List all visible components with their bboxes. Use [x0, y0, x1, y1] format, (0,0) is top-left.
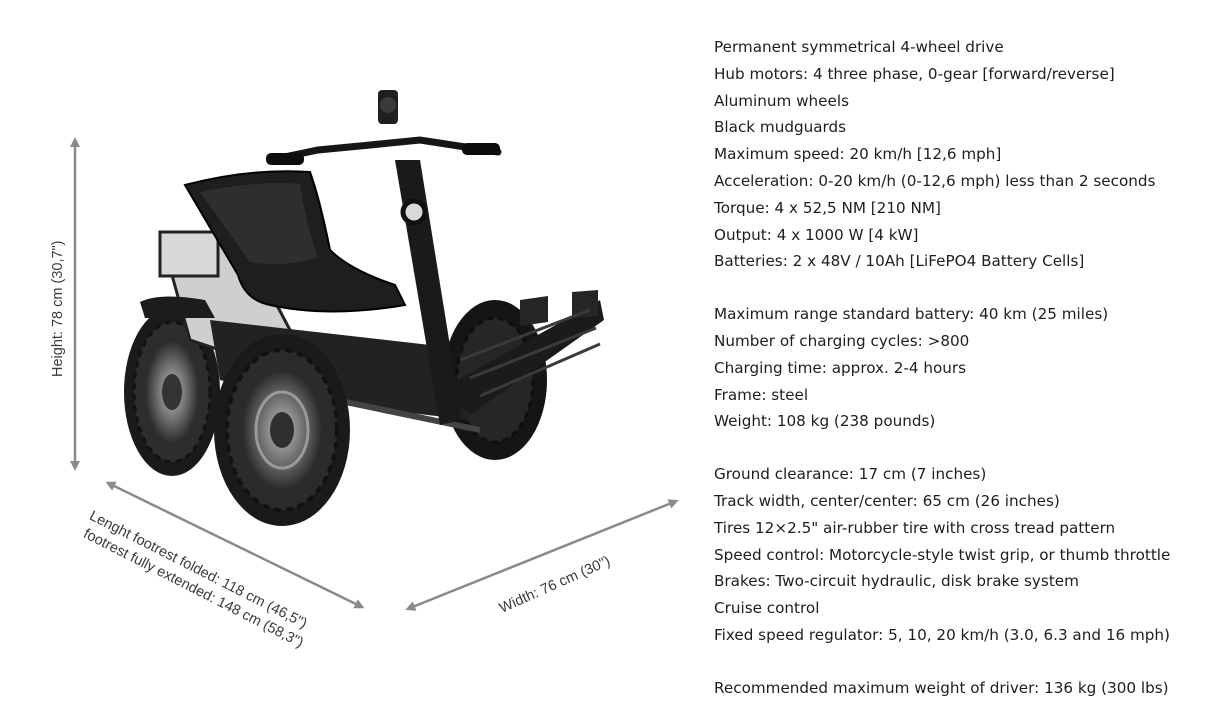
spec-line: Tires 12×2.5" air-rubber tire with cross… — [714, 518, 1116, 537]
spec-line: Maximum speed: 20 km/h [12,6 mph] — [714, 145, 1002, 164]
product-image-area: Height: 78 cm (30,7") Lenght footrest fo… — [50, 90, 679, 651]
spec-line: Cruise control — [714, 599, 820, 618]
spec-line: Speed control: Motorcycle-style twist gr… — [714, 545, 1171, 564]
seat — [183, 170, 407, 313]
spec-line: Batteries: 2 x 48V / 10Ah [LiFePO4 Batte… — [714, 252, 1085, 271]
spec-line: Weight: 108 kg (238 pounds) — [714, 412, 936, 431]
spec-line: Maximum range standard battery: 40 km (2… — [714, 305, 1109, 324]
spec-group-drive: Permanent symmetrical 4-wheel drive Hub … — [714, 34, 1219, 275]
spec-group-driver: Recommended maximum weight of driver: 13… — [714, 675, 1219, 702]
specifications-list: Permanent symmetrical 4-wheel drive Hub … — [714, 34, 1219, 728]
spec-line: Torque: 4 x 52,5 NM [210 NM] — [714, 198, 941, 217]
spec-line: Output: 4 x 1000 W [4 kW] — [714, 225, 919, 244]
spec-line: Track width, center/center: 65 cm (26 in… — [714, 491, 1060, 510]
footrest — [440, 290, 604, 415]
length-arrow — [105, 481, 365, 609]
spec-line: Frame: steel — [714, 385, 809, 404]
spec-group-chassis: Ground clearance: 17 cm (7 inches) Track… — [714, 461, 1219, 649]
spec-line: Fixed speed regulator: 5, 10, 20 km/h (3… — [714, 625, 1170, 644]
spec-line: Ground clearance: 17 cm (7 inches) — [714, 465, 987, 484]
spec-line: Aluminum wheels — [714, 91, 849, 110]
spec-line: Permanent symmetrical 4-wheel drive — [714, 38, 1004, 56]
spec-group-range: Maximum range standard battery: 40 km (2… — [714, 301, 1219, 435]
spec-line: Hub motors: 4 three phase, 0-gear [forwa… — [714, 64, 1115, 83]
spec-line: Recommended maximum weight of driver: 13… — [714, 678, 1169, 697]
spec-line: Brakes: Two-circuit hydraulic, disk brak… — [714, 572, 1079, 591]
width-arrow — [405, 499, 679, 611]
spec-line: Charging time: approx. 2-4 hours — [714, 358, 967, 377]
steering — [266, 90, 502, 425]
spec-line: Black mudguards — [714, 118, 847, 137]
spec-line: Number of charging cycles: >800 — [714, 331, 970, 350]
spec-line: Acceleration: 0-20 km/h (0-12,6 mph) les… — [714, 171, 1156, 190]
rear-left-wheel — [124, 308, 220, 476]
front-left-wheel — [214, 334, 350, 526]
height-label: Height: 78 cm (30,7") — [50, 240, 66, 377]
vehicle-illustration — [70, 90, 679, 611]
